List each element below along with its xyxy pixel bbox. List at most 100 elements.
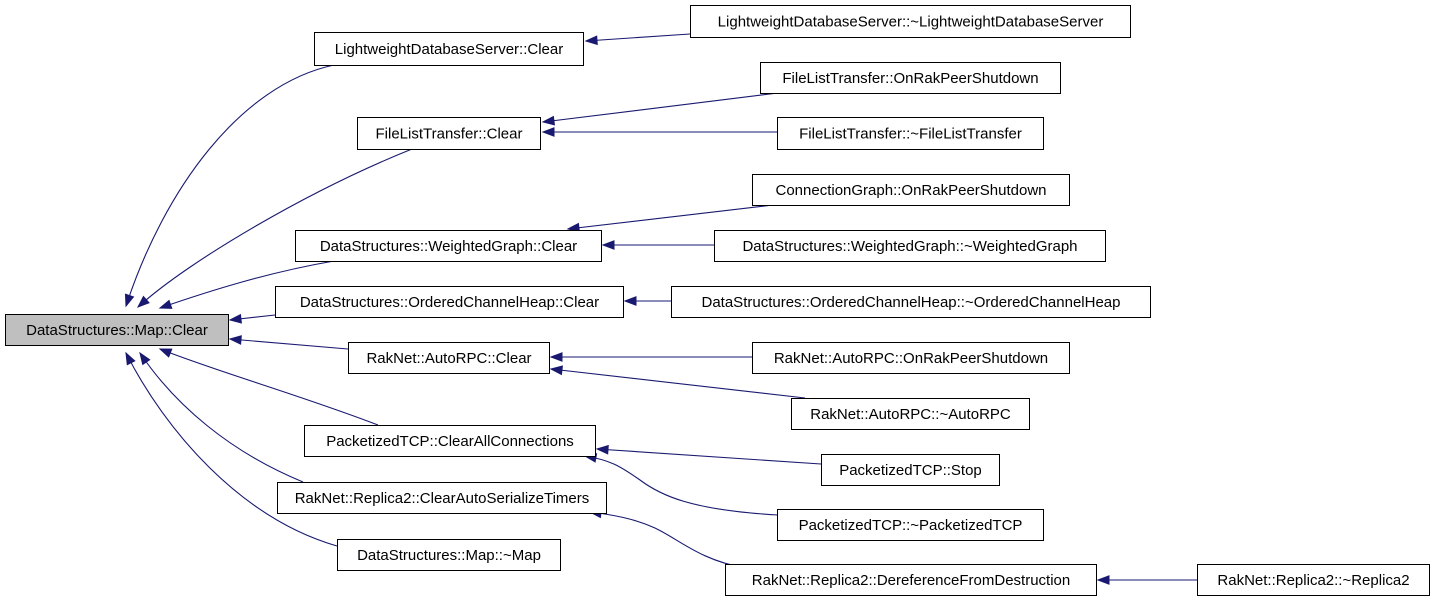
node-n3[interactable]: FileListTransfer::Clear xyxy=(357,117,541,150)
node-label: PacketizedTCP::Stop xyxy=(839,462,982,479)
node-n19[interactable]: RakNet::Replica2::~Replica2 xyxy=(1197,564,1430,596)
node-n1[interactable]: LightweightDatabaseServer::Clear xyxy=(314,32,584,66)
node-label: FileListTransfer::OnRakPeerShutdown xyxy=(782,70,1038,87)
node-n7[interactable]: ConnectionGraph::OnRakPeerShutdown xyxy=(752,174,1070,206)
node-box[interactable] xyxy=(777,117,1044,150)
edges-layer xyxy=(124,33,1197,585)
arrowhead-n20-n0 xyxy=(125,351,136,366)
edge-n3-n0 xyxy=(136,148,413,308)
node-n14[interactable]: PacketizedTCP::ClearAllConnections xyxy=(304,425,596,457)
arrowhead-n12-n11 xyxy=(549,352,563,362)
node-box[interactable] xyxy=(357,117,541,150)
node-n16[interactable]: PacketizedTCP::~PacketizedTCP xyxy=(777,509,1044,541)
node-n17[interactable]: RakNet::Replica2::ClearAutoSerializeTime… xyxy=(277,482,607,514)
node-box[interactable] xyxy=(752,342,1070,374)
arrowhead-n1-n0 xyxy=(124,293,135,308)
node-n18[interactable]: RakNet::Replica2::DereferenceFromDestruc… xyxy=(725,564,1097,596)
node-box[interactable] xyxy=(752,174,1070,206)
edge-n9-n0 xyxy=(228,313,276,324)
node-box[interactable] xyxy=(791,398,1030,430)
edge-n19-n18 xyxy=(1096,575,1197,585)
node-n20[interactable]: DataStructures::Map::~Map xyxy=(337,539,561,571)
node-box[interactable] xyxy=(714,230,1106,262)
arrowhead-n4-n3 xyxy=(541,115,556,126)
node-n9[interactable]: DataStructures::OrderedChannelHeap::Clea… xyxy=(275,286,624,318)
node-n11[interactable]: RakNet::AutoRPC::Clear xyxy=(348,342,550,374)
edge-n18-n17 xyxy=(588,508,746,569)
node-box[interactable] xyxy=(337,539,561,571)
node-label: PacketizedTCP::~PacketizedTCP xyxy=(799,517,1023,534)
node-box[interactable] xyxy=(314,32,584,66)
node-box[interactable] xyxy=(760,62,1061,94)
node-box[interactable] xyxy=(777,509,1044,541)
node-n2[interactable]: LightweightDatabaseServer::~LightweightD… xyxy=(690,5,1131,38)
node-n8[interactable]: DataStructures::WeightedGraph::~Weighted… xyxy=(714,230,1106,262)
edge-n14-n0 xyxy=(158,348,379,426)
edge-n11-n0 xyxy=(228,335,349,350)
node-n5[interactable]: FileListTransfer::~FileListTransfer xyxy=(777,117,1044,150)
node-box[interactable] xyxy=(304,425,596,457)
node-box[interactable] xyxy=(1197,564,1430,596)
node-label: RakNet::Replica2::DereferenceFromDestruc… xyxy=(752,572,1070,589)
node-box[interactable] xyxy=(821,454,1000,486)
arrowhead-n15-n14 xyxy=(595,444,609,455)
arrowhead-n11-n0 xyxy=(228,335,242,345)
node-label: RakNet::AutoRPC::OnRakPeerShutdown xyxy=(774,350,1048,367)
node-n0[interactable]: DataStructures::Map::Clear xyxy=(5,314,229,346)
arrowhead-n3-n0 xyxy=(136,295,150,308)
arrowhead-n10-n9 xyxy=(623,296,637,306)
edge-n6-n0 xyxy=(158,260,335,309)
node-label: RakNet::AutoRPC::Clear xyxy=(366,350,531,367)
node-n13[interactable]: RakNet::AutoRPC::~AutoRPC xyxy=(791,398,1030,430)
node-label: RakNet::AutoRPC::~AutoRPC xyxy=(810,406,1011,423)
node-label: LightweightDatabaseServer::~LightweightD… xyxy=(718,14,1104,31)
arrowhead-n5-n3 xyxy=(541,127,555,137)
arrowhead-n19-n18 xyxy=(1096,575,1110,585)
node-box[interactable] xyxy=(5,314,229,346)
node-label: DataStructures::Map::~Map xyxy=(357,547,541,564)
node-label: DataStructures::WeightedGraph::Clear xyxy=(320,238,577,255)
node-label: RakNet::Replica2::~Replica2 xyxy=(1217,572,1409,589)
node-label: PacketizedTCP::ClearAllConnections xyxy=(326,433,574,450)
node-label: ConnectionGraph::OnRakPeerShutdown xyxy=(776,182,1047,199)
node-label: LightweightDatabaseServer::Clear xyxy=(335,41,563,58)
edge-n5-n3 xyxy=(541,127,777,137)
node-label: DataStructures::Map::Clear xyxy=(26,322,208,339)
node-label: FileListTransfer::~FileListTransfer xyxy=(799,126,1022,143)
edge-n1-n0 xyxy=(124,64,335,308)
node-n6[interactable]: DataStructures::WeightedGraph::Clear xyxy=(295,230,602,262)
node-box[interactable] xyxy=(690,5,1131,38)
node-label: RakNet::Replica2::ClearAutoSerializeTime… xyxy=(295,490,590,507)
edge-n15-n14 xyxy=(595,444,822,465)
edge-n13-n11 xyxy=(549,365,806,399)
edge-n17-n0 xyxy=(139,351,304,483)
edge-n20-n0 xyxy=(125,351,338,547)
node-label: DataStructures::OrderedChannelHeap::~Ord… xyxy=(702,294,1121,311)
node-label: DataStructures::WeightedGraph::~Weighted… xyxy=(742,238,1077,255)
arrowhead-n8-n6 xyxy=(601,240,615,250)
arrowhead-n17-n0 xyxy=(139,351,151,366)
node-box[interactable] xyxy=(277,482,607,514)
edge-n4-n3 xyxy=(541,92,779,126)
node-label: FileListTransfer::Clear xyxy=(376,126,523,143)
edge-n12-n11 xyxy=(549,352,752,362)
node-n15[interactable]: PacketizedTCP::Stop xyxy=(821,454,1000,486)
node-box[interactable] xyxy=(348,342,550,374)
edge-n16-n14 xyxy=(583,453,779,516)
arrowhead-n14-n0 xyxy=(158,348,173,358)
node-n4[interactable]: FileListTransfer::OnRakPeerShutdown xyxy=(760,62,1061,94)
arrowhead-n2-n1 xyxy=(584,35,598,46)
edge-n8-n6 xyxy=(601,240,714,250)
edge-n10-n9 xyxy=(623,296,671,306)
node-box[interactable] xyxy=(295,230,602,262)
node-n12[interactable]: RakNet::AutoRPC::OnRakPeerShutdown xyxy=(752,342,1070,374)
arrowhead-n6-n0 xyxy=(158,299,173,309)
node-box[interactable] xyxy=(275,286,624,318)
nodes-layer: DataStructures::Map::Clear LightweightDat… xyxy=(5,5,1430,596)
node-label: DataStructures::OrderedChannelHeap::Clea… xyxy=(300,294,599,311)
node-n10[interactable]: DataStructures::OrderedChannelHeap::~Ord… xyxy=(671,286,1151,318)
node-box[interactable] xyxy=(671,286,1151,318)
arrowhead-n13-n11 xyxy=(549,365,563,376)
node-box[interactable] xyxy=(725,564,1097,596)
